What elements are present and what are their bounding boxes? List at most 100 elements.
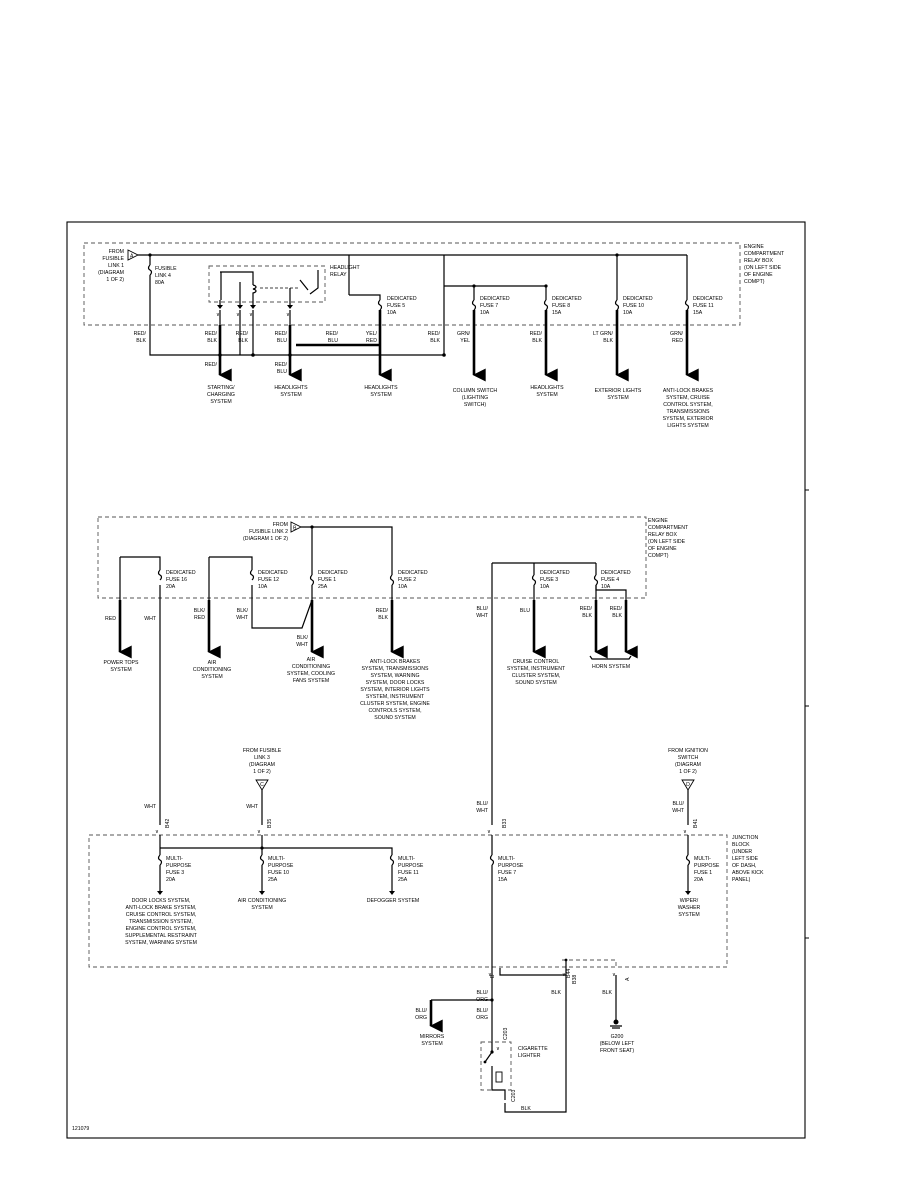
- svg-text:RED/BLK: RED/BLK: [376, 608, 389, 621]
- svg-text:∨: ∨: [562, 972, 566, 978]
- svg-text:∨: ∨: [257, 829, 261, 835]
- svg-text:RED/BLU: RED/BLU: [326, 331, 339, 344]
- svg-text:RED/BLK: RED/BLK: [236, 331, 249, 344]
- diagram-id: 121079: [72, 1126, 89, 1132]
- fuse-10-icon: [614, 299, 620, 311]
- svg-text:BLK/WHT: BLK/WHT: [236, 608, 249, 621]
- svg-text:BLU/ORG: BLU/ORG: [415, 1008, 427, 1021]
- svg-text:∨: ∨: [236, 312, 240, 318]
- fuse-16-icon: [157, 569, 163, 581]
- svg-text:WHT: WHT: [144, 616, 157, 622]
- svg-text:C203: C203: [511, 1089, 517, 1102]
- svg-text:GRN/YEL: GRN/YEL: [457, 331, 471, 344]
- svg-text:HORN SYSTEM: HORN SYSTEM: [592, 664, 630, 670]
- svg-text:B: B: [490, 974, 496, 978]
- svg-text:RED/BLK: RED/BLK: [428, 331, 441, 344]
- svg-text:∨: ∨: [286, 312, 290, 318]
- svg-text:B: B: [293, 526, 297, 532]
- connector-b-icon: B: [290, 521, 303, 533]
- svg-text:RED/BLU: RED/BLU: [275, 331, 288, 344]
- ground-icon: [610, 1019, 622, 1029]
- svg-text:B41: B41: [693, 819, 699, 828]
- fuse-5-icon: [377, 299, 383, 311]
- svg-text:RED/BLK: RED/BLK: [580, 606, 593, 619]
- svg-text:∨: ∨: [249, 312, 253, 318]
- svg-text:B42: B42: [165, 819, 171, 828]
- box2-wire-labels: RED WHT BLK/RED BLK/WHT BLK/WHT RED/BLK …: [105, 606, 622, 648]
- svg-text:∨: ∨: [683, 829, 687, 835]
- fuse-12-icon: [249, 569, 255, 581]
- relay-box-2-outline: [97, 516, 647, 599]
- fuse-1-icon: [309, 574, 315, 586]
- svg-text:GRN/RED: GRN/RED: [670, 331, 684, 344]
- connector-d-icon: D: [681, 779, 695, 791]
- svg-text:RED/BLK: RED/BLK: [205, 331, 218, 344]
- multi-fuse-7-icon: [489, 854, 495, 866]
- multi-fuse-11-icon: [389, 854, 395, 866]
- multi-fuse-1-icon: [685, 854, 691, 866]
- svg-text:RED/BLK: RED/BLK: [134, 331, 147, 344]
- connector-c-icon: C: [255, 779, 269, 791]
- junction-system-labels: DOOR LOCKS SYSTEM,ANTI-LOCK BRAKE SYSTEM…: [125, 898, 700, 946]
- svg-text:B44: B44: [566, 969, 572, 978]
- svg-text:B35: B35: [267, 819, 273, 828]
- svg-text:C: C: [260, 782, 264, 788]
- fuse-11-icon: [684, 299, 690, 311]
- box1-wire-labels: RED/BLK RED/BLK RED/BLK RED/BLU RED/BLU …: [134, 331, 684, 375]
- fuse-2-icon: [389, 574, 395, 586]
- svg-text:BLU/WHT: BLU/WHT: [476, 801, 489, 814]
- multi-fuse-10-icon: [259, 854, 265, 866]
- svg-text:RED/BLK: RED/BLK: [610, 606, 623, 619]
- fuse-3-icon: [531, 574, 537, 586]
- relay-box-1-outline: [83, 242, 741, 326]
- junction-block-outline: [88, 834, 728, 968]
- multi-fuse-3-icon: [157, 854, 163, 866]
- cigarette-lighter-icon: ∨: [480, 1041, 512, 1100]
- svg-text:∨: ∨: [487, 829, 491, 835]
- fusible-link-4-icon: [147, 264, 153, 276]
- svg-text:RED/: RED/: [205, 362, 218, 368]
- svg-text:BLK: BLK: [521, 1106, 531, 1112]
- fuse-7-icon: [471, 299, 477, 311]
- svg-text:BLU: BLU: [520, 608, 530, 614]
- svg-text:DOOR LOCKS SYSTEM,ANTI-LOCK BR: DOOR LOCKS SYSTEM,ANTI-LOCK BRAKE SYSTEM…: [125, 898, 198, 946]
- svg-text:BLU/ORG: BLU/ORG: [476, 1008, 488, 1021]
- svg-text:BLK/WHT: BLK/WHT: [296, 635, 309, 648]
- svg-text:BLU/WHT: BLU/WHT: [476, 606, 489, 619]
- svg-text:A: A: [130, 254, 134, 260]
